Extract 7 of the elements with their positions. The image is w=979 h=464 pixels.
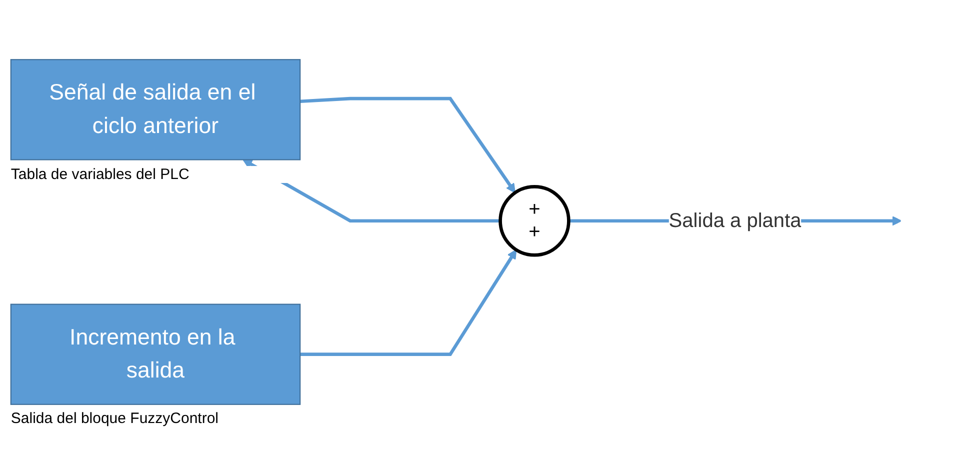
node-circle: + + [498, 185, 570, 257]
arrow [242, 159, 500, 223]
node-box: Incremento en la salida [10, 304, 301, 405]
node-box: Señal de salida en el ciclo anterior [10, 59, 301, 160]
arrow [300, 96, 516, 194]
arrow [300, 249, 517, 356]
edge-label: Salida a planta [668, 209, 802, 232]
